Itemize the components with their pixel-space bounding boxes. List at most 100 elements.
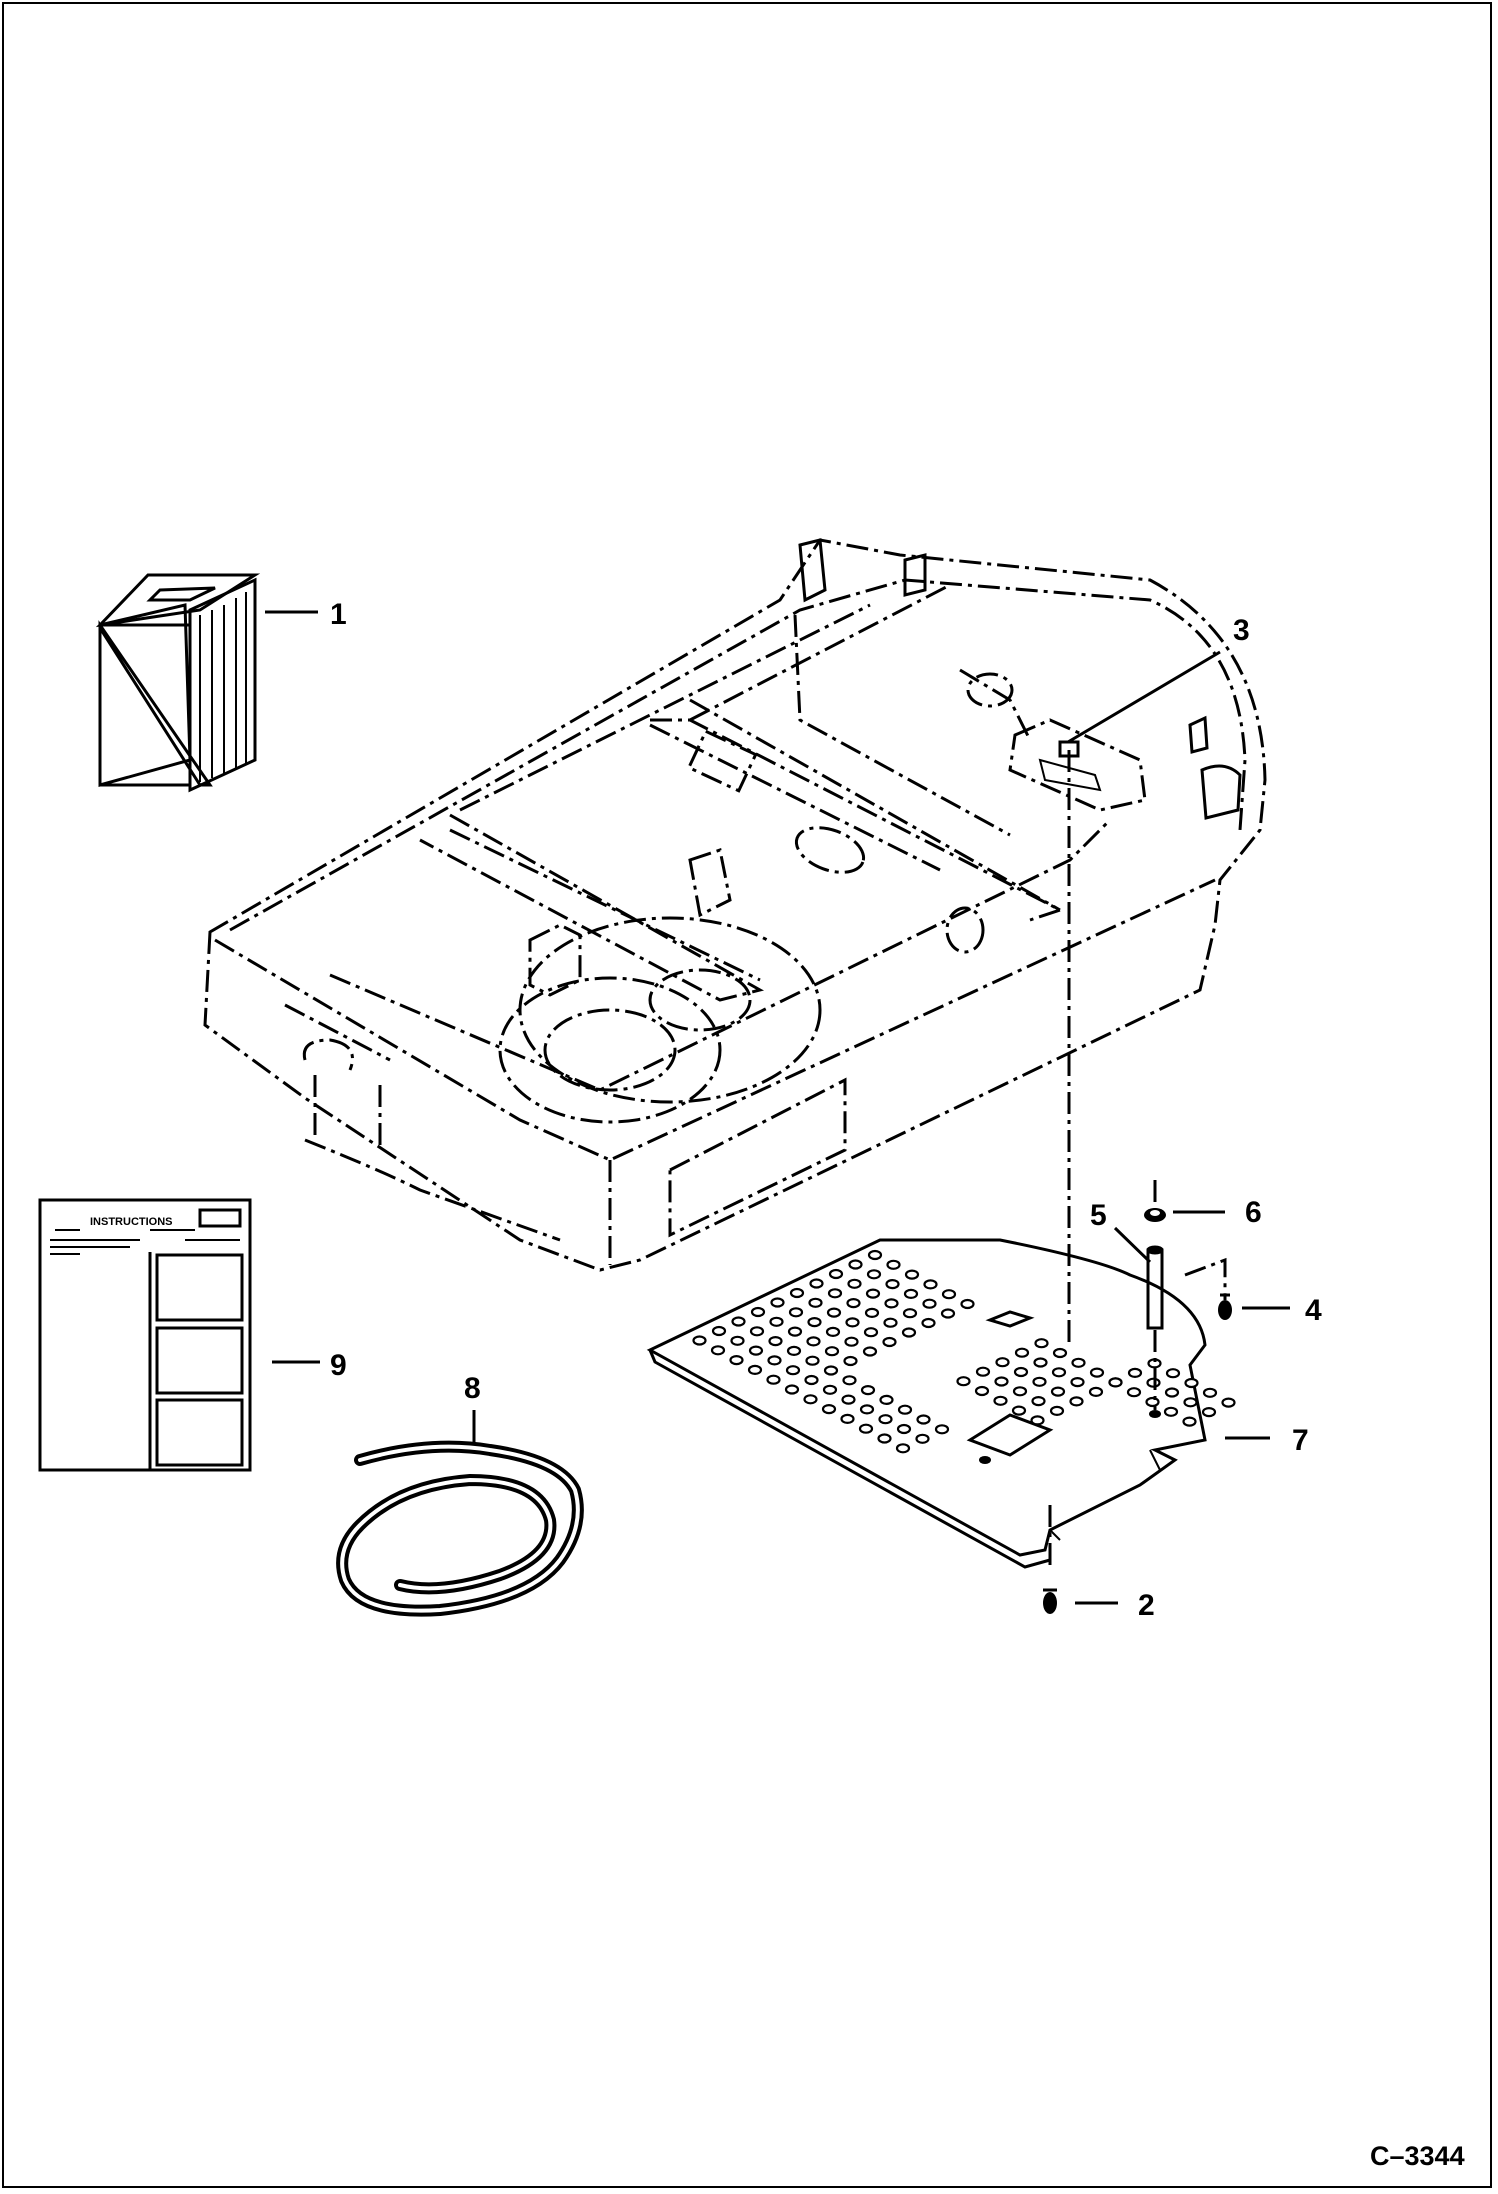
part-8-seal-coil — [336, 1440, 584, 1617]
plate-hole — [1052, 1347, 1068, 1359]
plate-hole — [940, 1308, 956, 1319]
plate-hole — [1089, 1367, 1105, 1378]
plate-hole — [786, 1345, 802, 1357]
callout-7: 7 — [1292, 1424, 1309, 1457]
plate-hole — [902, 1308, 918, 1319]
plate-hole — [1049, 1405, 1065, 1417]
plate-hole — [1012, 1386, 1028, 1397]
callout-8: 8 — [464, 1372, 481, 1405]
plate-hole — [847, 1278, 862, 1289]
plate-hole — [994, 1376, 1009, 1387]
plate-hole — [769, 1316, 784, 1327]
part-1-carton — [95, 573, 261, 793]
plate-hole — [804, 1374, 819, 1386]
plate-hole — [885, 1278, 900, 1290]
plate-hole — [923, 1279, 938, 1290]
plate-hole — [844, 1336, 859, 1347]
plate-hole — [878, 1414, 893, 1425]
plate-hole — [863, 1327, 879, 1338]
part-7-floor-plate — [646, 1238, 1207, 1570]
plate-hole — [785, 1365, 801, 1376]
plate-hole — [748, 1345, 764, 1356]
plate-hole — [882, 1336, 897, 1348]
plate-hole — [1088, 1386, 1104, 1398]
plate-hole — [711, 1325, 727, 1337]
plate-hole — [825, 1326, 841, 1338]
plate-hole — [867, 1249, 883, 1261]
plate-hole — [710, 1345, 726, 1356]
plate-hole — [956, 1376, 971, 1387]
plate-hole — [1050, 1386, 1066, 1397]
plate-hole — [1030, 1415, 1045, 1426]
plate-hole — [1032, 1376, 1047, 1387]
plate-hole — [1069, 1396, 1084, 1407]
plate-hole — [975, 1366, 991, 1377]
callout-leaders — [265, 610, 1290, 1605]
plate-hole — [824, 1346, 840, 1357]
plate-hole — [897, 1404, 913, 1415]
plate-hole — [828, 1268, 844, 1280]
plate-hole — [840, 1413, 855, 1425]
plate-hole — [883, 1317, 898, 1328]
plate-hole — [922, 1298, 937, 1309]
plate-hole — [827, 1288, 843, 1299]
plate-hole — [842, 1375, 857, 1386]
callout-6: 6 — [1245, 1196, 1262, 1229]
plate-hole — [934, 1424, 950, 1435]
plate-hole — [766, 1374, 781, 1385]
plate-hole — [895, 1443, 911, 1454]
plate-hole — [974, 1385, 990, 1397]
plate-hole — [787, 1326, 803, 1337]
plate-hole — [862, 1346, 878, 1357]
plate-hole — [916, 1414, 931, 1425]
figure-number: C–3344 — [1370, 2141, 1465, 2171]
plate-hole — [788, 1307, 804, 1318]
plate-hole — [803, 1394, 818, 1405]
plate-hole — [809, 1278, 824, 1289]
plate-hole — [749, 1326, 765, 1337]
plate-hole — [995, 1357, 1010, 1368]
plate-hole — [784, 1384, 800, 1395]
plate-hole — [921, 1317, 936, 1329]
plate-hole — [1164, 1387, 1180, 1398]
part-2-screw — [1043, 1588, 1057, 1614]
plate-hole — [806, 1336, 821, 1347]
plate-hole — [960, 1298, 975, 1310]
plate-hole — [843, 1355, 858, 1367]
plate-hole — [903, 1288, 919, 1300]
plate-hole — [845, 1317, 860, 1328]
plate-hole — [747, 1364, 763, 1376]
plate-hole — [692, 1335, 707, 1346]
part-4-screw — [1184, 1257, 1232, 1320]
plate-hole — [860, 1384, 876, 1396]
plate-hole — [805, 1355, 820, 1366]
plate-hole — [1031, 1395, 1046, 1407]
plate-hole — [808, 1297, 823, 1308]
plate-hole — [993, 1395, 1008, 1406]
plate-hole — [1221, 1397, 1236, 1408]
plate-hole — [879, 1394, 894, 1406]
plate-hole — [1165, 1368, 1181, 1379]
plate-hole — [1127, 1367, 1143, 1379]
plate-hole — [822, 1384, 838, 1395]
plate-hole — [904, 1269, 920, 1280]
callout-9: 9 — [330, 1349, 347, 1382]
plate-hole — [858, 1423, 874, 1434]
plate-hole — [1011, 1405, 1027, 1416]
plate-hole — [901, 1327, 917, 1338]
plate-hole — [846, 1297, 861, 1309]
callout-4: 4 — [1305, 1294, 1322, 1327]
plate-hole — [821, 1403, 837, 1415]
plate-hole — [823, 1365, 839, 1376]
plate-hole — [1070, 1376, 1085, 1388]
plate-hole — [807, 1316, 822, 1328]
plate-hole — [1013, 1366, 1029, 1378]
plate-hole — [731, 1316, 746, 1327]
plate-hole — [789, 1287, 805, 1299]
callout-1: 1 — [330, 598, 347, 631]
part-9-instruction-sheet: INSTRUCTIONS — [38, 1198, 252, 1472]
callout-3: 3 — [1233, 614, 1250, 647]
plate-hole — [768, 1335, 783, 1347]
